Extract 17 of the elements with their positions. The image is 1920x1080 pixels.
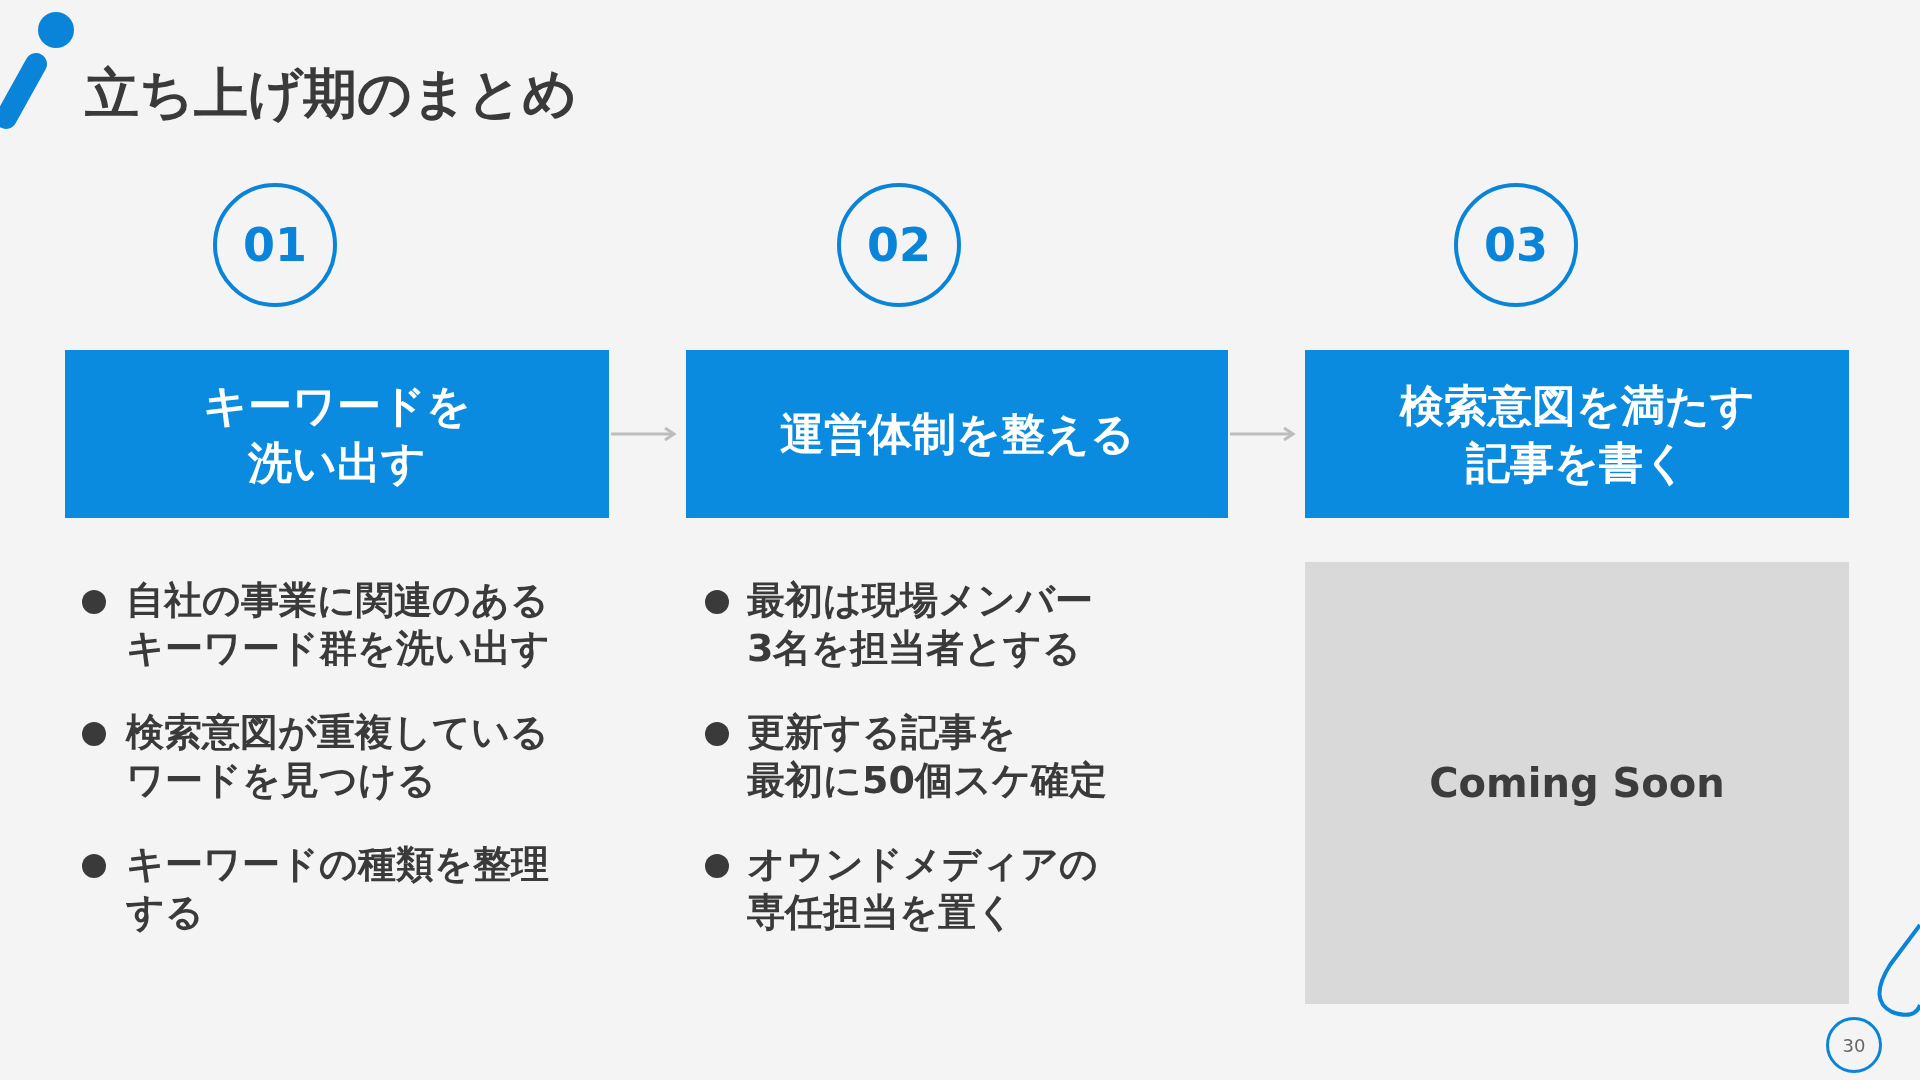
number-circle: 03	[1454, 183, 1578, 307]
number-circle: 02	[837, 183, 961, 307]
bullet-text: 更新する記事を最初に50個スケ確定	[747, 709, 1107, 804]
placeholder-panel: Coming Soon	[1305, 562, 1849, 1004]
bullet-text: 自社の事業に関連のあるキーワード群を洗い出す	[126, 577, 550, 672]
bullet-text: オウンドメディアの専任担当を置く	[747, 841, 1098, 936]
bullet-text: キーワードの種類を整理する	[126, 841, 549, 936]
step-box: 運営体制を整える	[686, 350, 1228, 518]
arrow	[1230, 426, 1295, 442]
page-number: 30	[1826, 1017, 1882, 1073]
step-box: 検索意図を満たす記事を書く	[1305, 350, 1849, 518]
slide-title: 立ち上げ期のまとめ	[85, 61, 577, 127]
bullet-text: 最初は現場メンバー3名を担当者とする	[747, 577, 1093, 672]
arrow	[611, 426, 676, 442]
number-circle: 01	[213, 183, 337, 307]
bullet-text: 検索意図が重複しているワードを見つける	[126, 709, 549, 804]
step-box: キーワードを洗い出す	[65, 350, 609, 518]
